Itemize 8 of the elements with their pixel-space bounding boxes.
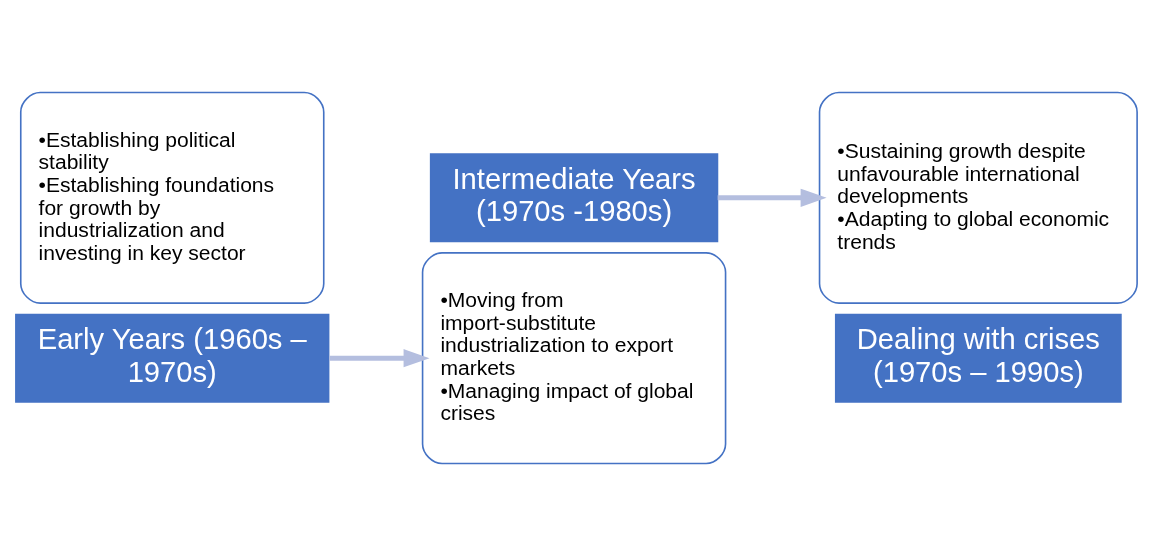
node-box: Intermediate Years (1970s -1980s) [429, 152, 719, 242]
node-box: •Establishing political stability •Establishing foundations for growth by industrialization and investing in key sector [19, 91, 325, 304]
node-box: •Moving from import-substitute industrialization to export markets •Managing impact of global crises [421, 251, 727, 464]
node-box: •Sustaining growth despite unfavourable international developments •Adapting to global economic trends [818, 91, 1138, 304]
arrow [329, 348, 430, 367]
node-box: Early Years (1960s – 1970s) [15, 313, 330, 403]
arrow [717, 188, 827, 207]
node-box: Dealing with crises (1970s – 1990s) [834, 313, 1122, 403]
